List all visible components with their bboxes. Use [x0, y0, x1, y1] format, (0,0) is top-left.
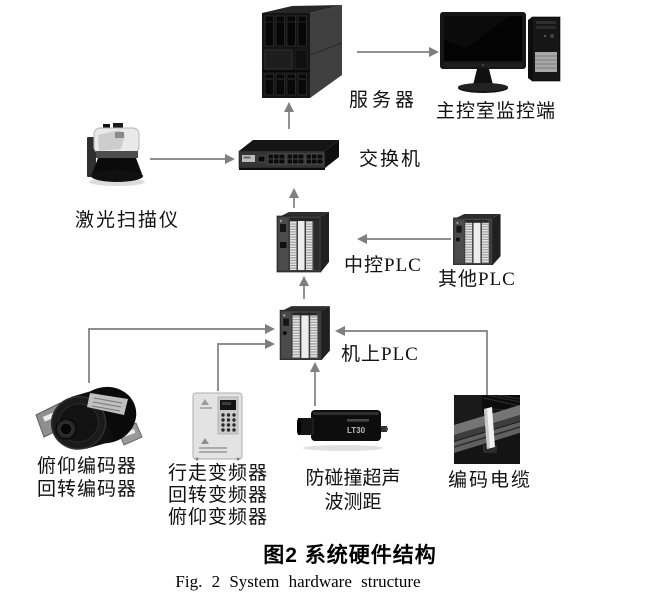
- lt30-model-text: LT30: [347, 426, 366, 435]
- inverter-label-line3: 俯仰变频器: [168, 507, 269, 528]
- inverter-labels: 行走变频器 回转变频器 俯仰变频器: [168, 463, 268, 529]
- arrow-cable-to-onboardplc: [334, 325, 488, 395]
- server-label: 服务器: [349, 90, 419, 111]
- server-image: [252, 3, 344, 100]
- encoder-label-line2: 回转编码器: [37, 479, 138, 500]
- control-room-label: 主控室监控端: [436, 101, 557, 122]
- onboard-plc-image: [277, 304, 333, 360]
- encoder-labels: 俯仰编码器 回转编码器: [37, 455, 137, 501]
- encoder-label-line1: 俯仰编码器: [37, 456, 138, 477]
- ultrasonic-labels: 防碰撞超声 波测距: [288, 467, 418, 515]
- figure-caption-en: Fig. 2 System hardware structure: [175, 572, 421, 591]
- arrow-encoder-to-onboardplc: [88, 323, 276, 383]
- other-plc-label: 其他PLC: [438, 269, 516, 290]
- ultrasonic-sensor-image: LT30: [297, 406, 388, 452]
- central-plc-image: [275, 208, 331, 274]
- ultrasonic-label-line1: 防碰撞超声: [305, 468, 401, 489]
- other-plc-image: [451, 212, 503, 265]
- encoder-cable-label: 编码电缆: [448, 470, 533, 491]
- figure-caption-zh: 图2 系统硬件结构: [263, 544, 437, 567]
- encoder-image: [32, 381, 147, 459]
- arrow-inverter-to-onboardplc: [217, 338, 276, 391]
- encoder-cable-image: [454, 395, 520, 464]
- laser-scanner-image: [85, 123, 149, 189]
- switch-label: 交换机: [359, 149, 423, 170]
- inverter-label-line1: 行走变频器: [168, 463, 269, 484]
- onboard-plc-label: 机上PLC: [341, 344, 419, 365]
- control-room-pc-image: [440, 12, 568, 96]
- inverter-label-line2: 回转变频器: [168, 485, 269, 506]
- laser-scanner-label: 激光扫描仪: [75, 210, 181, 231]
- inverter-image: [191, 392, 244, 463]
- ultrasonic-label-line2: 波测距: [324, 492, 382, 513]
- central-plc-label: 中控PLC: [344, 255, 422, 276]
- switch-image: [237, 135, 339, 175]
